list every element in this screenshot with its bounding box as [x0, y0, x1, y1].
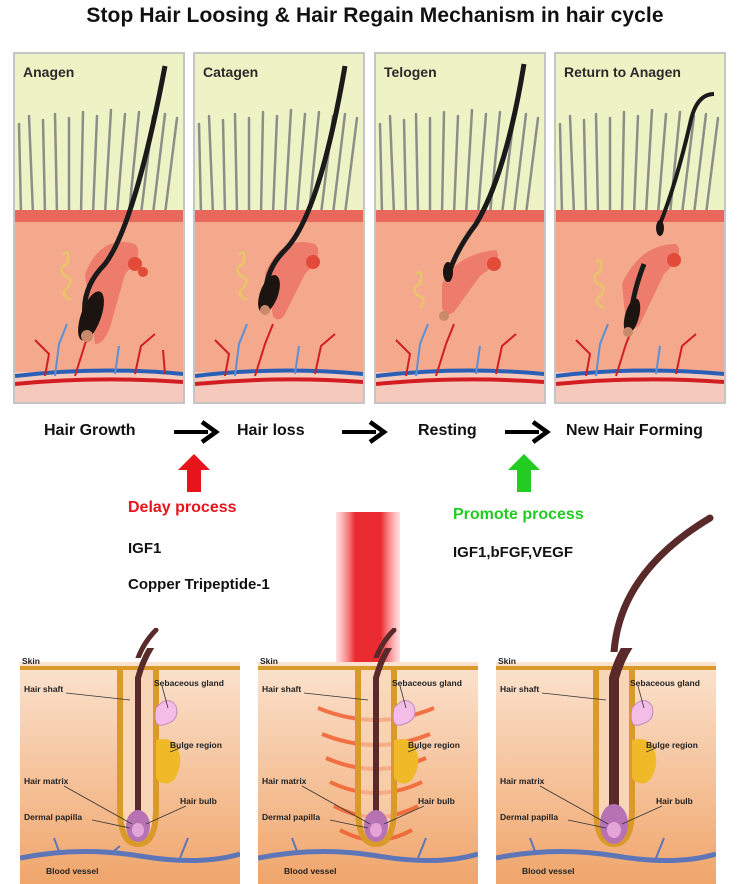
delay-item-copper-tripeptide: Copper Tripeptide-1 [128, 576, 270, 593]
right-arrow-icon [174, 420, 220, 444]
label-hair-matrix: Hair matrix [24, 776, 69, 786]
stage-label-telogen: Telogen [384, 64, 437, 80]
right-arrow-icon [342, 420, 388, 444]
label-bulge-region: Bulge region [170, 740, 222, 750]
label-hair-matrix: Hair matrix [262, 776, 307, 786]
hair-strand-top [135, 628, 159, 658]
label-dermal-papilla: Dermal papilla [500, 812, 558, 822]
label-blood-vessel: Blood vessel [46, 866, 98, 876]
promote-process-heading: Promote process [453, 506, 584, 523]
delay-item-igf1: IGF1 [128, 540, 162, 557]
promote-item-growth-factors: IGF1,bFGF,VEGF [453, 544, 574, 561]
flow-step-hair-loss: Hair loss [237, 422, 305, 439]
hair-follicle-illustration: Skin Hair shaft Sebaceous gland Bulge re… [258, 648, 478, 884]
hair-strand-top [373, 628, 397, 658]
label-hair-shaft: Hair shaft [500, 684, 539, 694]
stage-anagen-illustration [15, 54, 183, 402]
label-skin: Skin [22, 656, 40, 666]
anatomy-panel-after: Skin Hair shaft Sebaceous gland Bulge re… [496, 648, 716, 884]
label-hair-shaft: Hair shaft [262, 684, 301, 694]
label-bulge-region: Bulge region [646, 740, 698, 750]
label-hair-bulb: Hair bulb [656, 796, 693, 806]
label-hair-shaft: Hair shaft [24, 684, 63, 694]
label-skin: Skin [260, 656, 278, 666]
green-up-arrow-icon [508, 454, 540, 492]
stage-label-return-anagen: Return to Anagen [564, 64, 681, 80]
stage-anagen-panel: Anagen [13, 52, 185, 404]
label-blood-vessel: Blood vessel [284, 866, 336, 876]
stage-label-anagen: Anagen [23, 64, 75, 80]
right-arrow-icon [505, 420, 551, 444]
stage-catagen-illustration [195, 54, 363, 402]
hair-follicle-illustration: Skin Hair shaft Sebaceous gland Bulge re… [496, 648, 716, 884]
label-sebaceous-gland: Sebaceous gland [392, 678, 462, 688]
page-title: Stop Hair Loosing & Hair Regain Mechanis… [86, 4, 664, 27]
stage-catagen-panel: Catagen [193, 52, 365, 404]
flow-step-resting: Resting [418, 422, 477, 439]
label-skin: Skin [498, 656, 516, 666]
stage-return-anagen-panel: Return to Anagen [554, 52, 726, 404]
anatomy-panel-treatment: Skin Hair shaft Sebaceous gland Bulge re… [258, 648, 478, 884]
anatomy-panel-before: Skin Hair shaft Sebaceous gland Bulge re… [20, 648, 240, 884]
label-sebaceous-gland: Sebaceous gland [630, 678, 700, 688]
label-dermal-papilla: Dermal papilla [262, 812, 320, 822]
red-light-beam [336, 512, 400, 682]
flow-step-new-hair-forming: New Hair Forming [566, 422, 703, 439]
stage-return-anagen-illustration [556, 54, 724, 402]
flow-step-hair-growth: Hair Growth [44, 422, 136, 439]
label-sebaceous-gland: Sebaceous gland [154, 678, 224, 688]
new-hair-strand [610, 514, 714, 652]
label-hair-matrix: Hair matrix [500, 776, 545, 786]
label-blood-vessel: Blood vessel [522, 866, 574, 876]
stage-telogen-illustration [376, 54, 544, 402]
stage-label-catagen: Catagen [203, 64, 259, 80]
hair-follicle-illustration: Skin Hair shaft Sebaceous gland Bulge re… [20, 648, 240, 884]
delay-process-heading: Delay process [128, 499, 237, 516]
label-hair-bulb: Hair bulb [418, 796, 455, 806]
label-hair-bulb: Hair bulb [180, 796, 217, 806]
label-dermal-papilla: Dermal papilla [24, 812, 82, 822]
label-bulge-region: Bulge region [408, 740, 460, 750]
stage-telogen-panel: Telogen [374, 52, 546, 404]
red-up-arrow-icon [178, 454, 210, 492]
